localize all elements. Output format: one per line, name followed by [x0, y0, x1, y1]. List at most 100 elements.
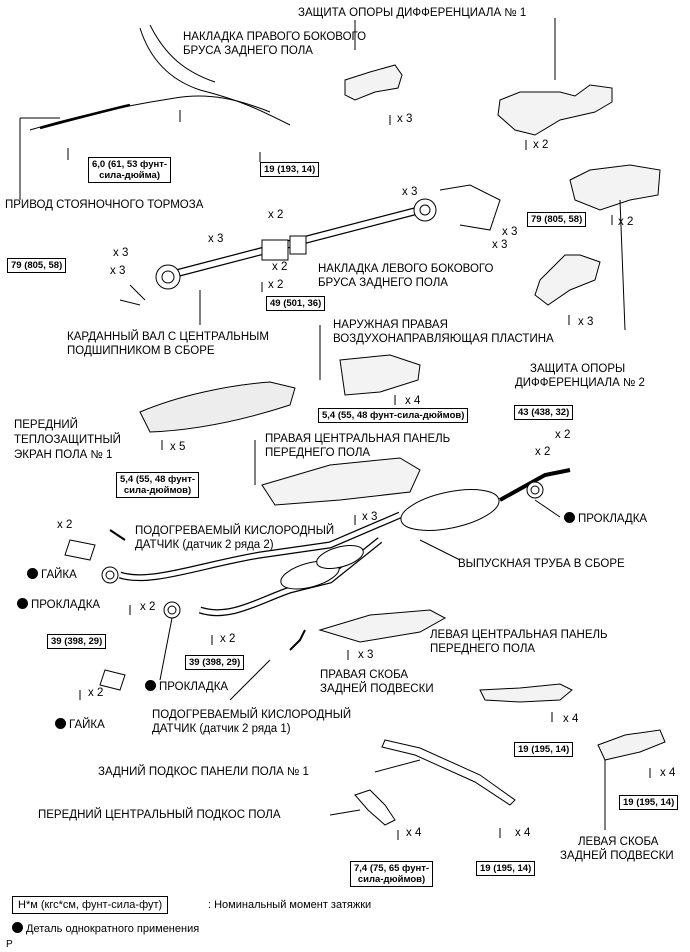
torque-box-19-195-lh-bracket: 19 (195, 14): [619, 795, 679, 810]
gasket-text: ПРОКЛАДКА: [31, 599, 101, 611]
label-front-heat-insulator-line3: ЭКРАН ПОЛА № 1: [14, 449, 113, 461]
qty-exhaust-rear-spring: x 2: [535, 446, 551, 458]
torque-text: 5,4 (55, 48 фунт-: [120, 474, 196, 485]
label-rh-center-panel-line2: ПЕРЕДНЕГО ПОЛА: [265, 447, 371, 459]
torque-box-39-mid: 39 (398, 29): [185, 655, 245, 670]
torque-box-5-4-insulator: 5,4 (55, 48 фунт-сила-дюймов): [116, 472, 200, 498]
torque-box-5-4-air-guide: 5,4 (55, 48 фунт-сила-дюймов): [318, 408, 469, 423]
label-o2-sensor-b2s2-line1: ПОДОГРЕВАЕМЫЙ КИСЛОРОДНЫЙ: [135, 525, 335, 537]
qty-shaft-rear-washer: x 3: [502, 226, 518, 238]
qty-nut-lower: x 2: [88, 687, 104, 699]
qty-shaft-bolt: x 3: [208, 233, 224, 245]
label-front-center-floor-brace: ПЕРЕДНИЙ ЦЕНТРАЛЬНЫЙ ПОДКОС ПОЛА: [38, 809, 281, 821]
lh-side-rail-cover: [534, 254, 601, 306]
label-lh-side-rail-cover-line2: БРУСА ЗАДНЕГО ПОЛА: [318, 277, 448, 289]
qty-exhaust-rear-bolt: x 2: [555, 429, 571, 441]
non-reusable-dot-icon: [12, 922, 23, 933]
qty-rh-rear-bracket: x 4: [563, 713, 579, 725]
label-o2-sensor-b1s2-line1: ПОДОГРЕВАЕМЫЙ КИСЛОРОДНЫЙ: [152, 709, 352, 721]
label-lh-center-panel-line2: ПЕРЕДНЕГО ПОЛА: [430, 643, 536, 655]
label-front-heat-insulator-line1: ПЕРЕДНИЙ: [14, 419, 78, 431]
qty-rh-center-panel: x 3: [362, 511, 378, 523]
torque-box-79-right: 79 (805, 58): [527, 212, 587, 227]
torque-text: 7,4 (75, 65 фунт-: [354, 863, 430, 874]
label-parking-brake-cable: ПРИВОД СТОЯНОЧНОГО ТОРМОЗА: [5, 199, 204, 211]
qty-heat-insulator: x 5: [170, 441, 186, 453]
label-lh-rear-bracket-line2: ЗАДНЕЙ ПОДВЕСКИ: [560, 850, 674, 862]
label-lh-rear-bracket-line1: ЛЕВАЯ СКОБА: [578, 836, 659, 848]
legend-non-reusable: Деталь однократного применения: [12, 922, 199, 935]
corner-mark: P: [6, 939, 13, 950]
label-rh-rear-bracket-line1: ПРАВАЯ СКОБА: [320, 669, 409, 681]
torque-box-19-195-brace: 19 (195, 14): [476, 861, 536, 876]
gasket-rear: [526, 481, 544, 499]
legend-torque-desc: : Номинальный момент затяжки: [208, 899, 372, 911]
label-propeller-shaft-line2: ПОДШИПНИКОМ В СБОРЕ: [67, 345, 215, 357]
torque-text: сила-дюймов): [357, 874, 426, 885]
gasket-left: [101, 566, 119, 584]
label-diff-support-cover-2-line1: ЗАЩИТА ОПОРЫ: [530, 363, 626, 375]
qty-center-bearing-washer: x 2: [272, 261, 288, 273]
label-lh-side-rail-cover-line1: НАКЛАДКА ЛЕВОГО БОКОВОГО: [318, 263, 494, 275]
torque-box-7-4: 7,4 (75, 65 фунт-сила-дюймов): [350, 861, 434, 887]
label-nut-lower: ГАЙКА: [55, 718, 105, 732]
qty-shaft-rear-nut: x 3: [492, 239, 508, 251]
label-front-heat-insulator-line2: ТЕПЛОЗАЩИТНЫЙ: [14, 434, 121, 446]
gasket-text: ПРОКЛАДКА: [159, 681, 229, 693]
torque-text: 6,0 (61, 53 фунт-: [92, 159, 168, 170]
diff-support-cover-2: [569, 164, 661, 211]
qty-front-center-brace: x 4: [406, 827, 422, 839]
torque-box-6-0: 6,0 (61, 53 фунт-сила-дюйма): [88, 157, 172, 183]
non-reusable-dot-icon: [17, 598, 28, 609]
torque-box-79-left: 79 (805, 58): [7, 258, 67, 273]
qty-shaft-rear-bolt: x 3: [402, 186, 418, 198]
rear-floor-brace: [381, 739, 516, 806]
non-reusable-dot-icon: [27, 568, 38, 579]
label-gasket-left: ПРОКЛАДКА: [17, 598, 100, 612]
qty-shaft-front-washer: x 3: [113, 247, 129, 259]
label-o2-sensor-b2s2-line2: ДАТЧИК (датчик 2 ряда 2): [135, 539, 274, 551]
label-nut-upper: ГАЙКА: [27, 568, 77, 582]
label-outer-air-guide-line1: НАРУЖНАЯ ПРАВАЯ: [333, 319, 448, 331]
label-diff-support-cover-2-line2: ДИФФЕРЕНЦИАЛА № 2: [515, 377, 645, 389]
label-gasket-rear: ПРОКЛАДКА: [564, 512, 647, 526]
qty-shaft-front-nut: x 3: [110, 265, 126, 277]
label-o2-sensor-b1s2-line2: ДАТЧИК (датчик 2 ряда 1): [152, 723, 291, 735]
label-gasket-mid: ПРОКЛАДКА: [145, 680, 228, 694]
label-exhaust-pipe: ВЫПУСКНАЯ ТРУБА В СБОРЕ: [458, 558, 625, 570]
torque-box-43: 43 (438, 32): [514, 405, 574, 420]
gasket-text: ПРОКЛАДКА: [578, 513, 648, 525]
rh-side-rail-cover: [344, 64, 403, 101]
qty-exhaust-mid-bolt: x 2: [220, 633, 236, 645]
label-rh-center-panel-line1: ПРАВАЯ ЦЕНТРАЛЬНАЯ ПАНЕЛЬ: [265, 433, 451, 445]
qty-air-guide: x 4: [405, 395, 421, 407]
label-diff-support-cover-1: ЗАЩИТА ОПОРЫ ДИФФЕРЕНЦИАЛА № 1: [298, 7, 527, 19]
torque-text: сила-дюйма): [99, 170, 161, 181]
qty-rh-rail-cover: x 3: [397, 113, 413, 125]
torque-box-49: 49 (501, 36): [266, 296, 326, 311]
non-reusable-dot-icon: [145, 680, 156, 691]
qty-center-bearing-nut: x 2: [268, 209, 284, 221]
gasket-mid: [163, 601, 181, 619]
front-heat-insulator: [139, 381, 296, 433]
nut-text: ГАЙКА: [41, 569, 77, 581]
qty-nut-upper: x 2: [57, 519, 73, 531]
lh-rear-suspension-bracket: [597, 729, 666, 761]
qty-lh-rear-bracket: x 4: [660, 767, 676, 779]
rh-center-floor-panel: [261, 457, 421, 506]
label-rear-floor-brace: ЗАДНИЙ ПОДКОС ПАНЕЛИ ПОЛА № 1: [98, 766, 309, 778]
qty-exhaust-front-bolt: x 2: [140, 601, 156, 613]
non-reusable-dot-icon: [55, 718, 66, 729]
torque-text: сила-дюймов): [123, 485, 192, 496]
qty-diff-cover-1: x 2: [533, 139, 549, 151]
label-propeller-shaft-line1: КАРДАННЫЙ ВАЛ С ЦЕНТРАЛЬНЫМ: [67, 331, 269, 343]
diff-support-cover-1: [497, 84, 613, 136]
label-outer-air-guide-line2: ВОЗДУХОНАПРАВЛЯЮЩАЯ ПЛАСТИНА: [333, 333, 554, 345]
torque-box-39-left: 39 (398, 29): [47, 634, 107, 649]
label-rh-side-rail-cover-line2: БРУСА ЗАДНЕГО ПОЛА: [183, 45, 313, 57]
qty-rear-floor-brace: x 4: [515, 827, 531, 839]
legend-non-reusable-text: Деталь однократного применения: [26, 923, 200, 935]
parking-brake-cable: [139, 27, 291, 126]
outer-rh-air-guide: [339, 354, 421, 396]
